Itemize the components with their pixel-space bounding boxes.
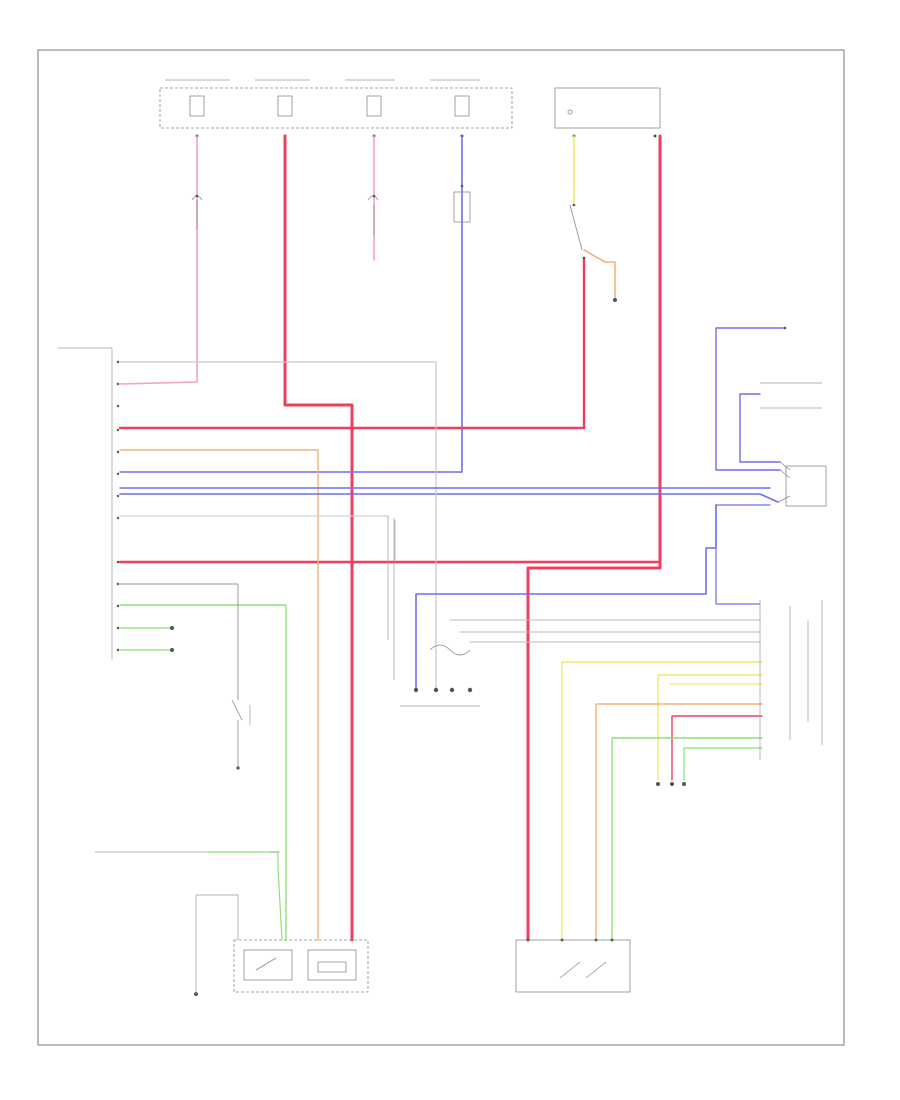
wire-red-tcm-sensor	[671, 715, 763, 781]
wire-orange-ecm	[119, 449, 319, 941]
wire-yellow-tcm-1	[561, 661, 763, 941]
wire-orange-relay	[583, 249, 616, 301]
wire-orange-tcm	[595, 703, 763, 941]
shift-lock-relay-block	[194, 894, 369, 996]
wire-blue-tcm-link	[715, 504, 771, 605]
ground-relay	[613, 298, 617, 302]
tcm-connector-block	[515, 938, 631, 993]
fuse-terminal-dots	[195, 134, 657, 138]
transmission-range-switch	[400, 644, 480, 707]
wire-blue-ecm-right	[119, 493, 779, 503]
relay-box-right	[554, 87, 661, 129]
relay-coil	[453, 184, 471, 223]
wire-blue-right-upper	[715, 327, 786, 471]
tcm-sensor-terminals	[656, 782, 686, 786]
wire-green-bottom	[205, 851, 283, 941]
park-neutral-switch	[231, 699, 251, 770]
right-connector-upper	[760, 326, 827, 507]
wire-red-relay-ecm	[118, 256, 586, 430]
brake-switch	[367, 194, 379, 235]
wire-blue-fuse4	[119, 135, 463, 473]
wire-red-fuse2	[283, 134, 354, 942]
wire-gray-tcm-1	[449, 619, 761, 643]
wire-green-ecm-606	[119, 604, 287, 941]
wire-red-tcm-feed	[526, 134, 662, 942]
inhibitor-relay	[569, 203, 586, 260]
vehicle-speed-sensor	[170, 626, 174, 652]
wire-pink-fuse1	[119, 135, 198, 385]
wire-gray-ecm-top	[119, 361, 437, 691]
wire-gray-ecm-584	[119, 583, 239, 701]
ecm-connector-strip	[58, 347, 120, 660]
underhood-fuse-box	[159, 79, 513, 129]
wire-blue-right-mid	[739, 393, 781, 463]
wire-green-tcm	[611, 737, 763, 941]
wire-green-tcm-2	[683, 747, 763, 781]
diagram-frame	[37, 49, 845, 1046]
wire-yellow-tcm-2	[657, 674, 763, 781]
coolant-temp-sensor	[191, 194, 203, 230]
